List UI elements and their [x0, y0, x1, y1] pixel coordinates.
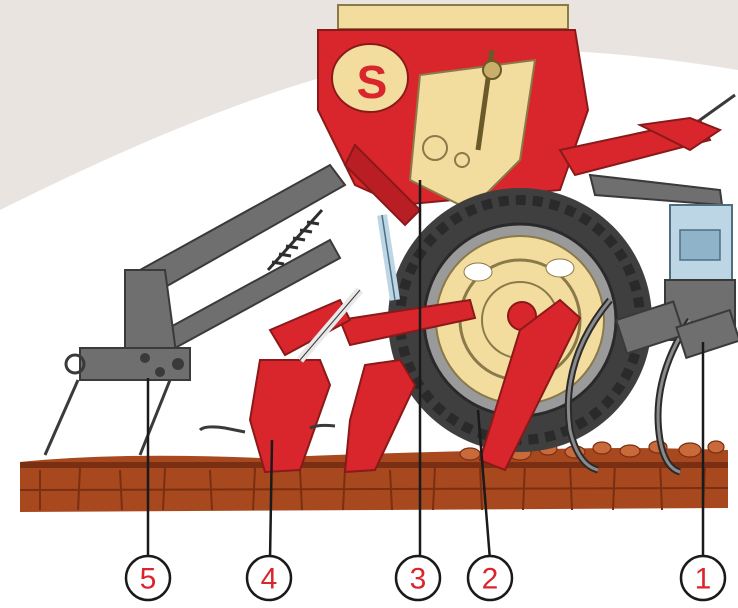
svg-text:1: 1	[695, 563, 712, 596]
callout-2: 2	[468, 556, 512, 600]
callout-3: 3	[396, 556, 440, 600]
svg-text:3: 3	[410, 563, 427, 596]
callout-4: 4	[247, 556, 291, 600]
callout-5: 5	[126, 556, 170, 600]
brand-logo: S	[357, 56, 388, 108]
svg-text:2: 2	[482, 563, 499, 596]
svg-text:5: 5	[140, 563, 157, 596]
svg-text:4: 4	[261, 563, 278, 596]
callout-1: 1	[681, 556, 725, 600]
